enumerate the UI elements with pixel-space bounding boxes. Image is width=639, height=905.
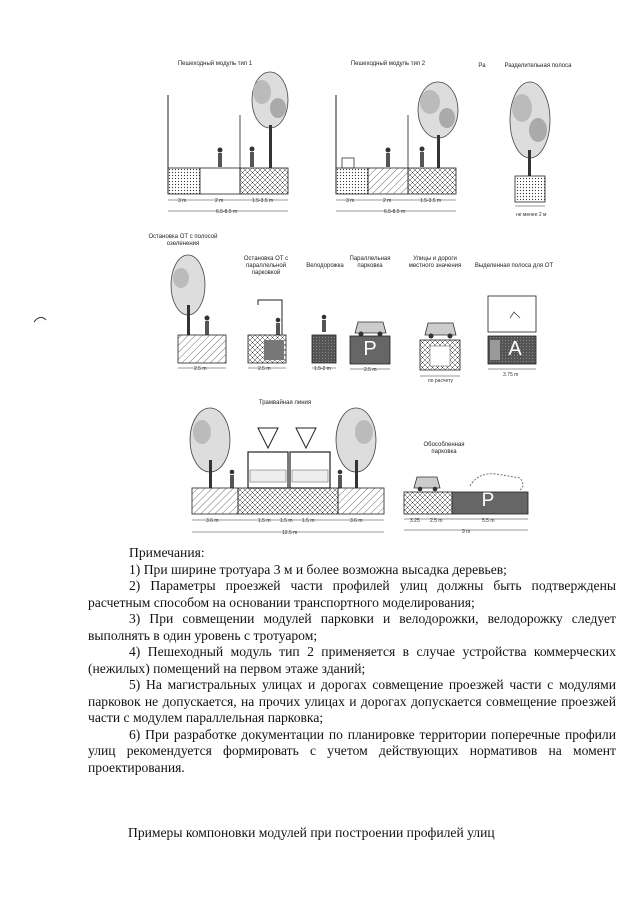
parallel-parking bbox=[349, 321, 391, 370]
label-ped-type1: Пешеходный модуль тип 1 bbox=[177, 61, 253, 67]
pedestrian-icon bbox=[229, 469, 235, 488]
dedicated-transit-lane bbox=[487, 295, 537, 370]
label-dedicated-lane: Выделенная полоса для ОТ bbox=[474, 263, 554, 269]
car-icon bbox=[354, 321, 387, 337]
label-local-streets: Улицы и дороги местного значения bbox=[408, 256, 462, 269]
tree-icon bbox=[417, 81, 459, 168]
dim-stop-parallel: 2.5 m bbox=[258, 366, 271, 372]
pedestrian-icon bbox=[249, 146, 255, 167]
note-3: 3) При совмещении модулей парковки и вел… bbox=[88, 611, 616, 643]
label-tram: Трамвайная линия bbox=[258, 400, 312, 406]
note-5: 5) На магистральных улицах и дорогах сов… bbox=[88, 677, 616, 725]
dim-bike: 1.5-2 m bbox=[314, 366, 331, 372]
scan-mark bbox=[33, 316, 47, 323]
tree-icon bbox=[170, 254, 206, 335]
divider-strip bbox=[509, 81, 551, 207]
dim-park-b: 2.5 m bbox=[430, 518, 443, 524]
pedestrian-icon bbox=[275, 317, 281, 335]
local-street bbox=[419, 322, 461, 377]
pedestrian-icon bbox=[385, 147, 391, 167]
notes-block: Примечания: 1) При ширине тротуара 3 м и… bbox=[88, 545, 616, 776]
label-bike: Велодорожка bbox=[306, 263, 344, 269]
transit-letter: А bbox=[508, 338, 522, 360]
note-6: 6) При разработке документации по планир… bbox=[88, 726, 616, 775]
car-icon bbox=[413, 476, 441, 492]
pedestrian-icon bbox=[419, 146, 425, 167]
dim-park-a: 3.25 bbox=[410, 518, 420, 524]
dim-ped2-b: 2 m bbox=[383, 198, 392, 204]
car-icon bbox=[424, 322, 457, 339]
ped-module-type2 bbox=[335, 81, 459, 212]
label-divider: Разделительная полоса bbox=[504, 63, 572, 69]
dim-park-total: 9 m bbox=[462, 529, 471, 535]
tree-icon bbox=[251, 71, 289, 168]
pedestrian-icon bbox=[204, 315, 210, 335]
separate-parking bbox=[403, 473, 529, 531]
dim-tram-d: 1.5 m bbox=[302, 518, 315, 524]
stop-parallel-parking bbox=[247, 299, 287, 369]
bike-lane bbox=[311, 314, 337, 369]
dim-park-c: 5.5 m bbox=[482, 518, 495, 524]
label-separate-parking: Обособленная парковка bbox=[423, 442, 465, 455]
dim-local: по расчету bbox=[428, 378, 453, 384]
dim-ped1-total: 6.5-8.5 m bbox=[216, 209, 238, 215]
label-divider-prefix: Ра bbox=[478, 63, 486, 69]
note-2: 2) Параметры проезжей части профилей ули… bbox=[88, 578, 616, 610]
label-parallel-parking: Параллельная парковка bbox=[349, 256, 391, 269]
dim-tram-c: 1.5 m bbox=[280, 518, 293, 524]
stop-green-lane bbox=[170, 254, 227, 369]
dim-dedicated: 3.75 m bbox=[503, 372, 519, 378]
dim-tram-b: 1.5 m bbox=[258, 518, 271, 524]
dim-tram-total: 12.5 m bbox=[282, 530, 298, 536]
tram-profile bbox=[189, 407, 385, 533]
pedestrian-icon bbox=[337, 469, 343, 488]
label-stop-parallel: Остановка ОТ с параллельной парковкой bbox=[243, 256, 289, 276]
dim-ped2-total: 6.5-8.5 m bbox=[384, 209, 406, 215]
notes-title: Примечания: bbox=[129, 545, 205, 560]
dim-ped2-a: 3 m bbox=[346, 198, 355, 204]
dim-tram-e: 3.6 m bbox=[350, 518, 363, 524]
note-1: 1) При ширине тротуара 3 м и более возмо… bbox=[129, 561, 507, 577]
cyclist-icon bbox=[321, 314, 327, 332]
page-caption: Примеры компоновки модулей при построени… bbox=[128, 825, 495, 840]
dim-parking: 2.5 m bbox=[364, 367, 377, 373]
ped-module-type1 bbox=[167, 71, 289, 212]
separate-parking-letter: P bbox=[481, 490, 495, 511]
street-profile-drawings bbox=[33, 71, 551, 533]
label-stop-lane: Остановка ОТ с полосой озеленения bbox=[148, 234, 218, 247]
pedestrian-icon bbox=[217, 147, 223, 167]
dim-tram-a: 3.6 m bbox=[206, 518, 219, 524]
dim-ped2-c: 1.5-3.5 m bbox=[420, 198, 442, 204]
label-ped-type2: Пешеходный модуль тип 2 bbox=[350, 61, 426, 67]
tree-icon bbox=[335, 407, 377, 488]
parking-letter: P bbox=[363, 338, 377, 360]
dim-ped1-c: 1.5-3.5 m bbox=[252, 198, 274, 204]
dim-divider: не менее 2 м bbox=[516, 212, 547, 218]
dim-stop-lane: 2.5 m bbox=[194, 366, 207, 372]
note-4: 4) Пешеходный модуль тип 2 применяется в… bbox=[88, 644, 616, 676]
tree-icon bbox=[509, 81, 551, 176]
tree-icon bbox=[189, 407, 231, 488]
dim-ped1-b: 2 m bbox=[215, 198, 224, 204]
dim-ped1-a: 3 m bbox=[178, 198, 187, 204]
